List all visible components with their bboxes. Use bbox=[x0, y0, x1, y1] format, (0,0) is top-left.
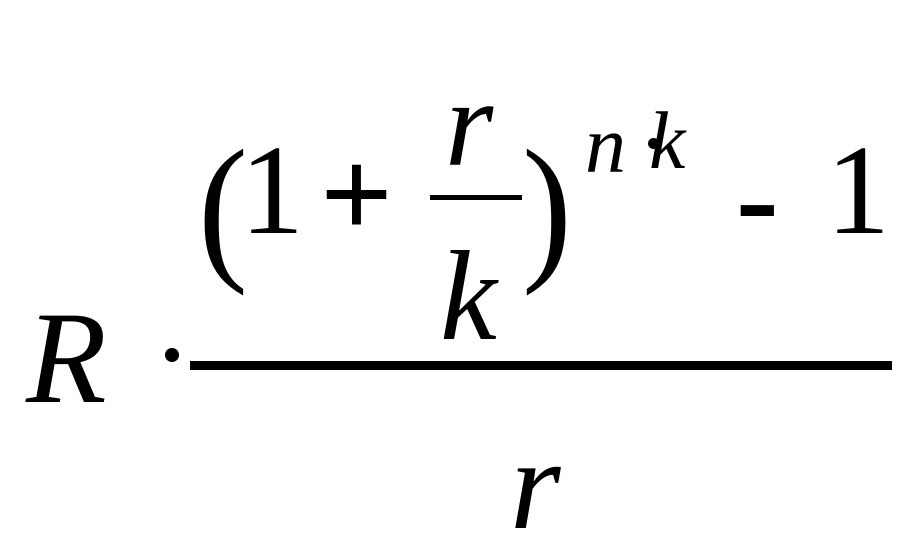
exponent-multiplication-dot bbox=[648, 138, 659, 149]
inner-fraction-denominator: k bbox=[440, 225, 497, 367]
inner-fraction-bar bbox=[430, 195, 522, 200]
exponent-k: k bbox=[649, 95, 686, 186]
exponent-n: n bbox=[585, 99, 626, 190]
plus-sign: + bbox=[320, 123, 393, 265]
minus-sign: - bbox=[736, 127, 779, 269]
math-formula: R ( 1 + r k ) n k - 1 r bbox=[26, 55, 892, 550]
numerator-one: 1 bbox=[240, 119, 304, 261]
open-parenthesis: ( bbox=[198, 117, 248, 297]
multiplication-dot bbox=[165, 348, 179, 362]
close-parenthesis: ) bbox=[522, 117, 572, 297]
inner-fraction-numerator: r bbox=[445, 55, 494, 192]
main-denominator-r: r bbox=[510, 413, 561, 557]
main-fraction-bar bbox=[190, 361, 892, 370]
subtrahend-one: 1 bbox=[826, 119, 890, 261]
coefficient-R: R bbox=[26, 284, 107, 431]
